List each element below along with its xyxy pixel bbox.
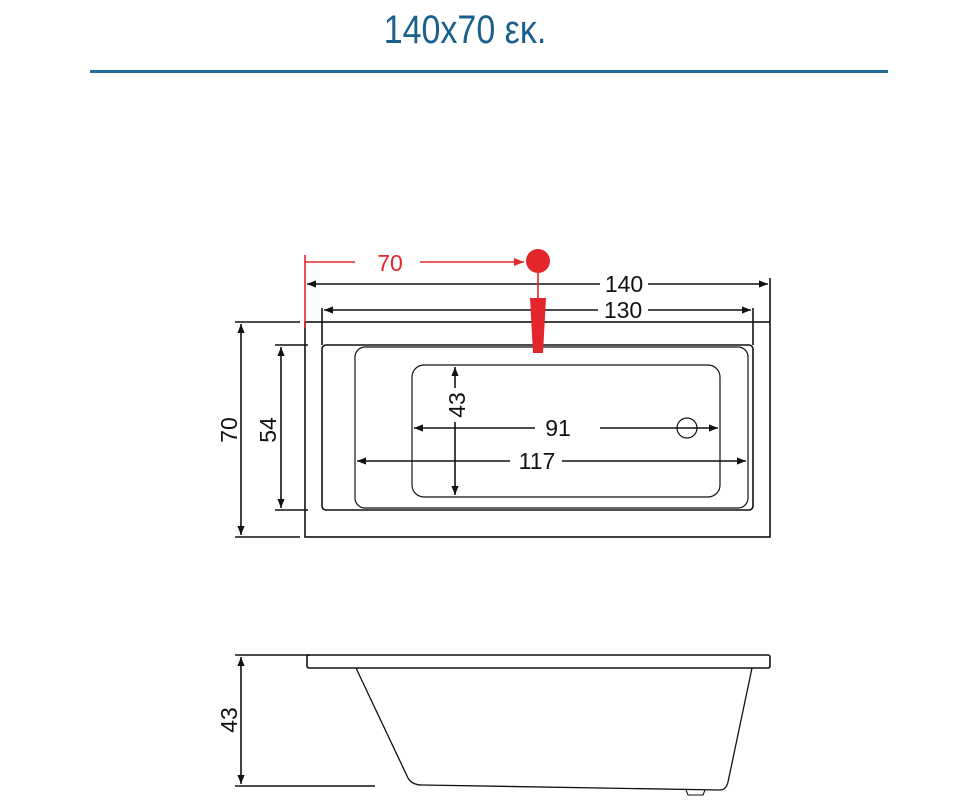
dim-140-label: 140 [605, 271, 643, 297]
basin-outline [354, 346, 749, 509]
side-rim [306, 654, 771, 669]
tap-position-marker: 70 [304, 249, 550, 353]
dim-91-label: 91 [545, 415, 571, 441]
floor-outline [411, 364, 721, 498]
side-foot [685, 789, 706, 796]
side-view [235, 654, 771, 796]
dim-117-label: 117 [519, 448, 556, 474]
tap-offset-label: 70 [377, 250, 403, 276]
spout-icon [530, 298, 546, 353]
top-view [235, 278, 771, 538]
dim-43-label: 43 [444, 392, 470, 418]
side-body [355, 667, 753, 791]
dim-54-label: 54 [255, 417, 281, 443]
dim-70-label: 70 [216, 417, 242, 443]
tap-icon [526, 249, 550, 273]
title-divider [90, 70, 888, 73]
dim-height-label: 43 [216, 707, 242, 733]
page-title: 140x70 εκ. [383, 8, 547, 52]
dim-130-label: 130 [604, 297, 642, 323]
outer-outline [304, 321, 771, 538]
